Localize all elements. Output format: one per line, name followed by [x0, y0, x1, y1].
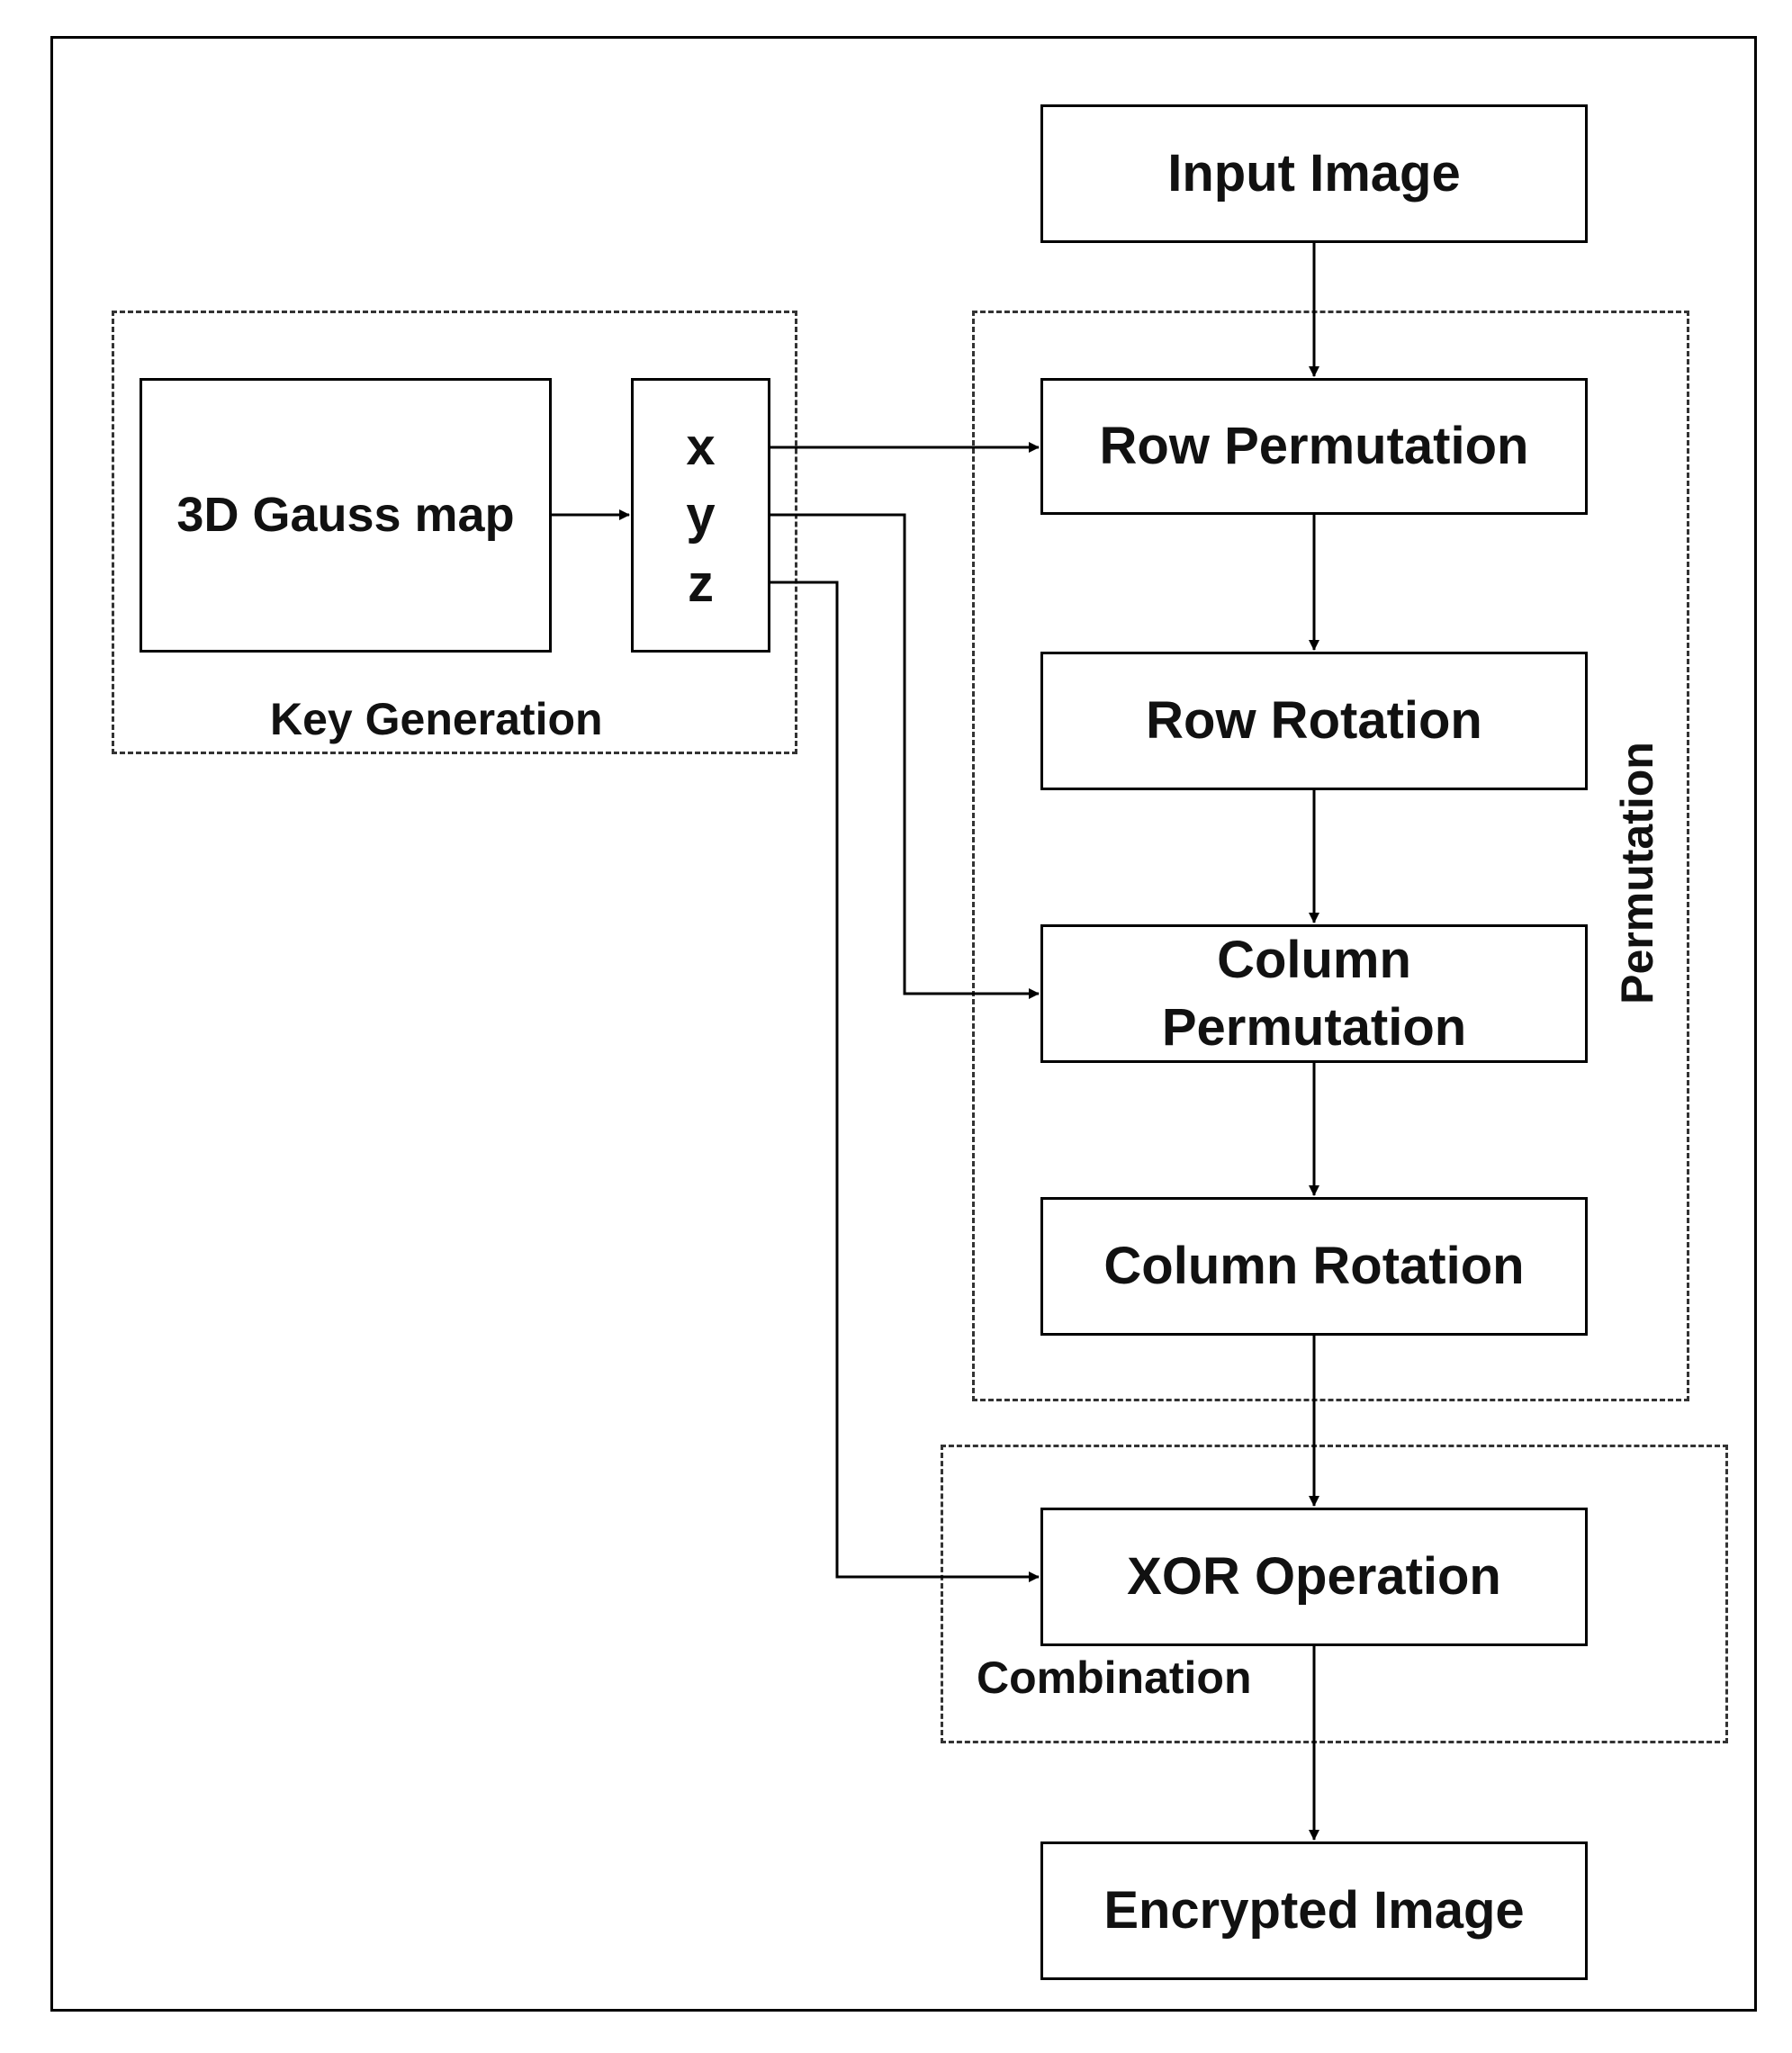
encrypted-image-box: Encrypted Image [1040, 1841, 1588, 1980]
y-key-label: y [686, 485, 716, 545]
gauss-map-box: 3D Gauss map [140, 378, 552, 653]
key-generation-label: Key Generation [270, 694, 603, 744]
xor-operation-box: XOR Operation [1040, 1508, 1588, 1646]
row-permutation-box: Row Permutation [1040, 378, 1588, 515]
combination-label: Combination [977, 1652, 1252, 1703]
xyz-key-box: x y z [631, 378, 770, 653]
column-rotation-box: Column Rotation [1040, 1197, 1588, 1336]
input-image-box: Input Image [1040, 104, 1588, 243]
column-permutation-box: Column Permutation [1040, 924, 1588, 1063]
x-key-label: x [686, 417, 716, 476]
outer-frame [50, 36, 1757, 2012]
permutation-label: Permutation [1612, 742, 1662, 1004]
row-rotation-box: Row Rotation [1040, 652, 1588, 790]
z-key-label: z [688, 554, 714, 613]
combination-group [941, 1445, 1728, 1743]
